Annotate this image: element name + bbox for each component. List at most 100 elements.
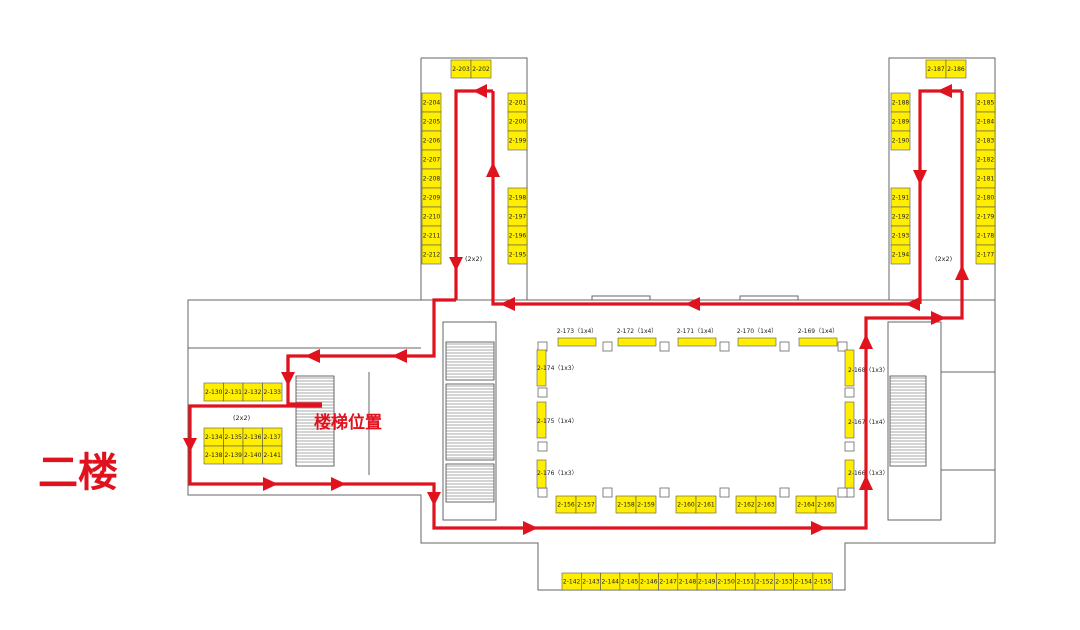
booth-2-199: 2-199 [507,130,528,151]
pillar [779,487,790,498]
arrow-right [931,311,946,325]
staircase-center [445,341,495,503]
pillar [779,341,790,352]
booth-2-132: 2-132 [242,382,263,402]
booth-2-147: 2-147 [658,572,679,591]
booth-2-189: 2-189 [890,111,911,132]
pillar [602,487,613,498]
booth-2-178: 2-178 [975,225,996,246]
booth-label: 2-168（1x3） [848,367,889,374]
pillar [602,341,613,352]
booth-label: 2-181 [977,176,995,183]
booth-2-195: 2-195 [507,244,528,265]
booth-label: 2-140 [244,452,262,459]
booth-2-159: 2-159 [635,495,657,514]
arrow-left [905,297,920,311]
booth-label: 2-146 [640,579,658,586]
booth-2-156: 2-156 [555,495,577,514]
booth-2-177: 2-177 [975,244,996,265]
booth-label: 2-195 [509,252,527,259]
booth-2-203: 2-203 [450,59,472,79]
booth-2-139: 2-139 [223,445,244,465]
pillar [844,387,855,398]
booth-label: 2-145 [621,579,639,586]
booth-label: 2-135 [225,434,243,441]
booth-label: 2-161 [697,502,715,509]
arrow-down [183,438,197,452]
booth-label: 2-157 [577,502,595,509]
booth-2-161: 2-161 [695,495,717,514]
building-outline [187,57,996,591]
island-pillars [537,341,855,498]
pillar [837,341,848,352]
arrow-right [811,521,826,535]
booth-2-200: 2-200 [507,111,528,132]
arrow-right [263,477,278,491]
booth-2-174: 2-174（1x3） [536,349,578,387]
booth-2-138: 2-138 [203,445,224,465]
stairs-location-label: 楼梯位置 [314,412,382,433]
booth-label: 2-201 [509,100,527,107]
booth-label: 2-170（1x4） [737,328,778,335]
booth-label: 2-191 [892,195,910,202]
booth-2-171: 2-171（1x4） [677,328,717,347]
booth-2-136: 2-136 [242,427,263,447]
booth-label: 2-154 [795,579,813,586]
booth-2-151: 2-151 [735,572,756,591]
booth-2-155: 2-155 [812,572,833,591]
booth-2-191: 2-191 [890,187,911,208]
staircase-east [889,375,927,467]
arrow-right [331,477,346,491]
booth-label: 2-141 [264,452,282,459]
booth-2-169: 2-169（1x4） [798,328,839,347]
booth-label: 2-153 [775,579,793,586]
booth-label: 2-182 [977,157,995,164]
booth-label: 2-159 [637,502,655,509]
booth-2-206: 2-206 [421,130,442,151]
booth-label: 2-185 [977,100,995,107]
booth-label: 2-212 [423,252,441,259]
pillar [537,487,548,498]
booth-label: 2-196 [509,233,527,240]
booth-2-193: 2-193 [890,225,911,246]
booth-2-204: 2-204 [421,92,442,113]
booth-2-148: 2-148 [677,572,698,591]
booth-2-173: 2-173（1x4） [557,328,597,347]
booth-2-133: 2-133 [262,382,283,402]
booth-label: 2-147 [659,579,677,586]
staircase-west [295,375,335,467]
booth-label: 2-206 [423,138,441,145]
booth-2-157: 2-157 [575,495,597,514]
booth-label: 2-179 [977,214,995,221]
booth-2-182: 2-182 [975,149,996,170]
booth-2-153: 2-153 [773,572,794,591]
booth-2-185: 2-185 [975,92,996,113]
booth-label: 2-188 [892,100,910,107]
booth-label: 2-155 [814,579,832,586]
booth-2-142: 2-142 [561,572,582,591]
booth-2-209: 2-209 [421,187,442,208]
booth-label: 2-197 [509,214,527,221]
booth-label: 2-169（1x4） [798,328,839,335]
arrow-up [859,334,873,349]
grid-note-left-lower: (2x2) [233,414,250,422]
booth-2-134: 2-134 [203,427,224,447]
booth-label: 2-178 [977,233,995,240]
booth-2-201: 2-201 [507,92,528,113]
booth-2-211: 2-211 [421,225,442,246]
booth-2-162: 2-162 [735,495,757,514]
pillar [719,341,730,352]
arrow-left [305,349,320,363]
booth-2-141: 2-141 [262,445,283,465]
booth-2-150: 2-150 [716,572,737,591]
booth-2-172: 2-172（1x4） [617,328,657,347]
booth-label: 2-134 [205,434,223,441]
booth-label: 2-177 [977,252,995,259]
booth-2-205: 2-205 [421,111,442,132]
grid-note-right-upper: (2x2) [935,255,952,263]
arrow-up [955,265,969,280]
booth-2-194: 2-194 [890,244,911,265]
booth-label: 2-190 [892,138,910,145]
booth-label: 2-200 [509,119,527,126]
booth-2-197: 2-197 [507,206,528,227]
